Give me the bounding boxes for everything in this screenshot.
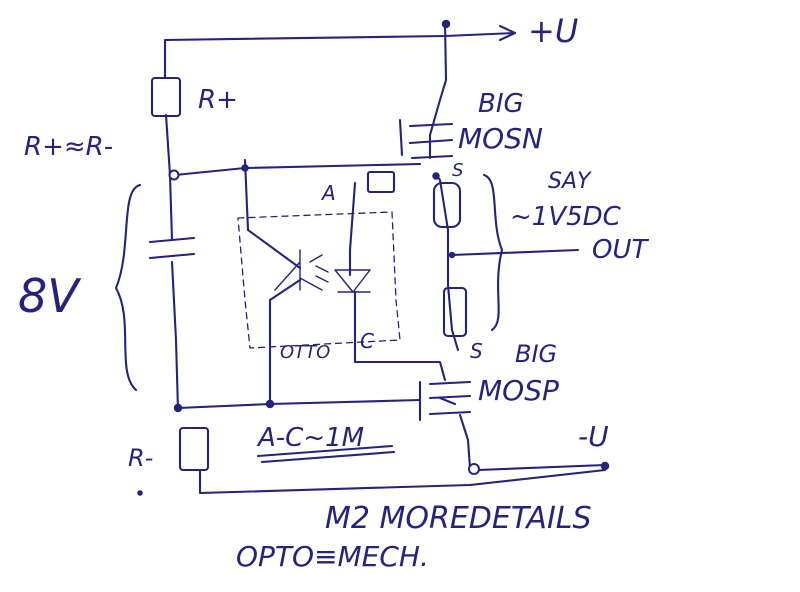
label-big-n: BIG [478, 89, 524, 119]
label-cathode: C [360, 329, 374, 353]
label-minus-u: -U [578, 420, 609, 453]
left-rail-lower-wire [170, 260, 180, 412]
label-opto: OTTO [280, 342, 330, 363]
label-out: OUT [592, 235, 649, 265]
label-r-minus: R- [128, 444, 153, 472]
brace-8v [114, 183, 142, 392]
label-mos-p: MOSP [478, 374, 559, 407]
out-wire [450, 248, 580, 257]
mosfet-n-symbol [398, 118, 454, 160]
label-r-relation: R+≈R- [24, 132, 113, 162]
junction-minus-u-terminal [600, 461, 610, 471]
mosn-gate-wire [243, 158, 302, 270]
minus-u-rail-wire [476, 463, 607, 472]
opto-phototransistor [274, 249, 323, 291]
bottom-node-wire [176, 398, 422, 410]
top-rail-wire [163, 31, 517, 80]
braces [114, 173, 504, 392]
labels: +U R+ R+≈R- BIG MOSN SAY ~1V5DC OUT 8V A… [18, 12, 649, 573]
opto-led-cathode-wire [353, 290, 447, 382]
junction-middle-left [168, 169, 180, 181]
resistor-r-plus [150, 76, 182, 118]
junctions [137, 19, 610, 496]
label-mos-n: MOSN [458, 122, 543, 155]
middle-node-wire [173, 162, 422, 177]
capacitor-8v [148, 236, 196, 260]
resistor-r-minus [178, 426, 210, 472]
junction-mosp-gate [265, 399, 275, 409]
opto-light-arrows [315, 265, 329, 283]
mosp-gate-wire [268, 278, 302, 406]
label-opto-note: OPTO≡MECH. [236, 540, 429, 573]
label-anode: A [320, 181, 336, 205]
label-s-p: S [470, 339, 483, 363]
resistor-lower-divider [442, 286, 468, 338]
label-voltage-dc: ~1V5DC [510, 202, 622, 232]
opto-led-symbol [334, 269, 371, 293]
mosn-drain-wire [428, 20, 448, 137]
junction-mosn-gate [241, 164, 249, 172]
plus-u-arrow [498, 24, 517, 42]
label-big-p: BIG [515, 340, 557, 368]
mosfet-p-symbol [418, 380, 472, 422]
opto-led-anode-wire [348, 181, 357, 277]
brace-out-voltage [482, 173, 504, 332]
label-8v: 8V [18, 269, 82, 323]
label-plus-u: +U [528, 12, 578, 50]
label-s-n: S [452, 160, 463, 181]
label-a-c-value: A-C~1M [256, 423, 364, 453]
mosp-drain-wire [458, 413, 472, 470]
components [148, 76, 472, 472]
label-m2-note: M2 MOREDETAILS [325, 501, 592, 536]
bottom-rail-wire [198, 468, 607, 495]
junction-bottom-left [173, 403, 183, 413]
junction-minus-u [468, 463, 480, 475]
resistor-anode [366, 170, 396, 194]
label-say: SAY [548, 169, 592, 194]
source-to-out-wire [434, 173, 460, 352]
underline-a-c-value [256, 444, 396, 464]
opto-box-outline [237, 211, 401, 349]
junction-out [448, 251, 456, 259]
opto-box [237, 211, 401, 349]
junction-mosn-source [432, 172, 440, 180]
junction-top [441, 19, 451, 29]
label-r-plus: R+ [198, 85, 238, 115]
resistor-upper-divider [432, 181, 462, 229]
stray-dot [137, 490, 143, 496]
